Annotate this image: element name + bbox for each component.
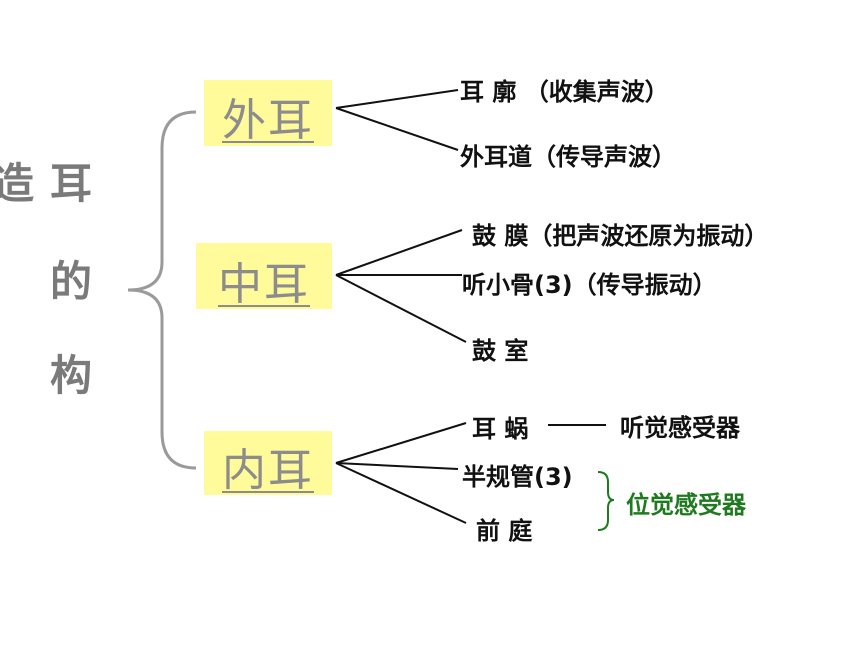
- cochlea-function-label: 听觉感受器: [620, 414, 740, 442]
- title-char-er: 耳: [50, 159, 93, 208]
- middle-ear-child-2: 听小骨(3)（传导振动）: [462, 271, 717, 299]
- inner-ear-label: 内耳: [222, 445, 314, 496]
- inner-ear-child-cochlea: 耳 蜗: [472, 415, 529, 443]
- line-inner-3: [335, 462, 467, 524]
- middle-ear-box: [196, 243, 332, 309]
- middle-ear-child-1: 鼓 膜（把声波还原为振动）: [472, 222, 769, 250]
- inner-ear-child-semicircular: 半规管(3): [462, 463, 573, 491]
- inner-ear-box: [204, 431, 332, 495]
- title-char-gou: 构: [50, 351, 93, 400]
- small-brace: [597, 471, 615, 531]
- middle-ear-label: 中耳: [218, 259, 310, 310]
- outer-ear-child-2: 外耳道（传导声波）: [460, 143, 676, 171]
- line-outer-1: [335, 89, 459, 109]
- middle-ear-child-3: 鼓 室: [472, 337, 529, 365]
- line-inner-1: [335, 422, 467, 464]
- outer-ear-label: 外耳: [222, 95, 314, 146]
- title-char-zao: 造: [0, 159, 35, 208]
- line-middle-1: [335, 229, 463, 276]
- line-inner-2: [335, 462, 459, 470]
- outer-ear-box: [204, 80, 332, 146]
- title-char-de: 的: [50, 257, 93, 306]
- balance-function-label: 位觉感受器: [626, 491, 746, 519]
- line-outer-2: [335, 107, 459, 151]
- line-middle-3: [335, 274, 467, 343]
- main-brace: [127, 110, 197, 470]
- outer-ear-child-1: 耳 廓 （收集声波）: [460, 78, 669, 106]
- inner-ear-child-vestibule: 前 庭: [476, 517, 533, 545]
